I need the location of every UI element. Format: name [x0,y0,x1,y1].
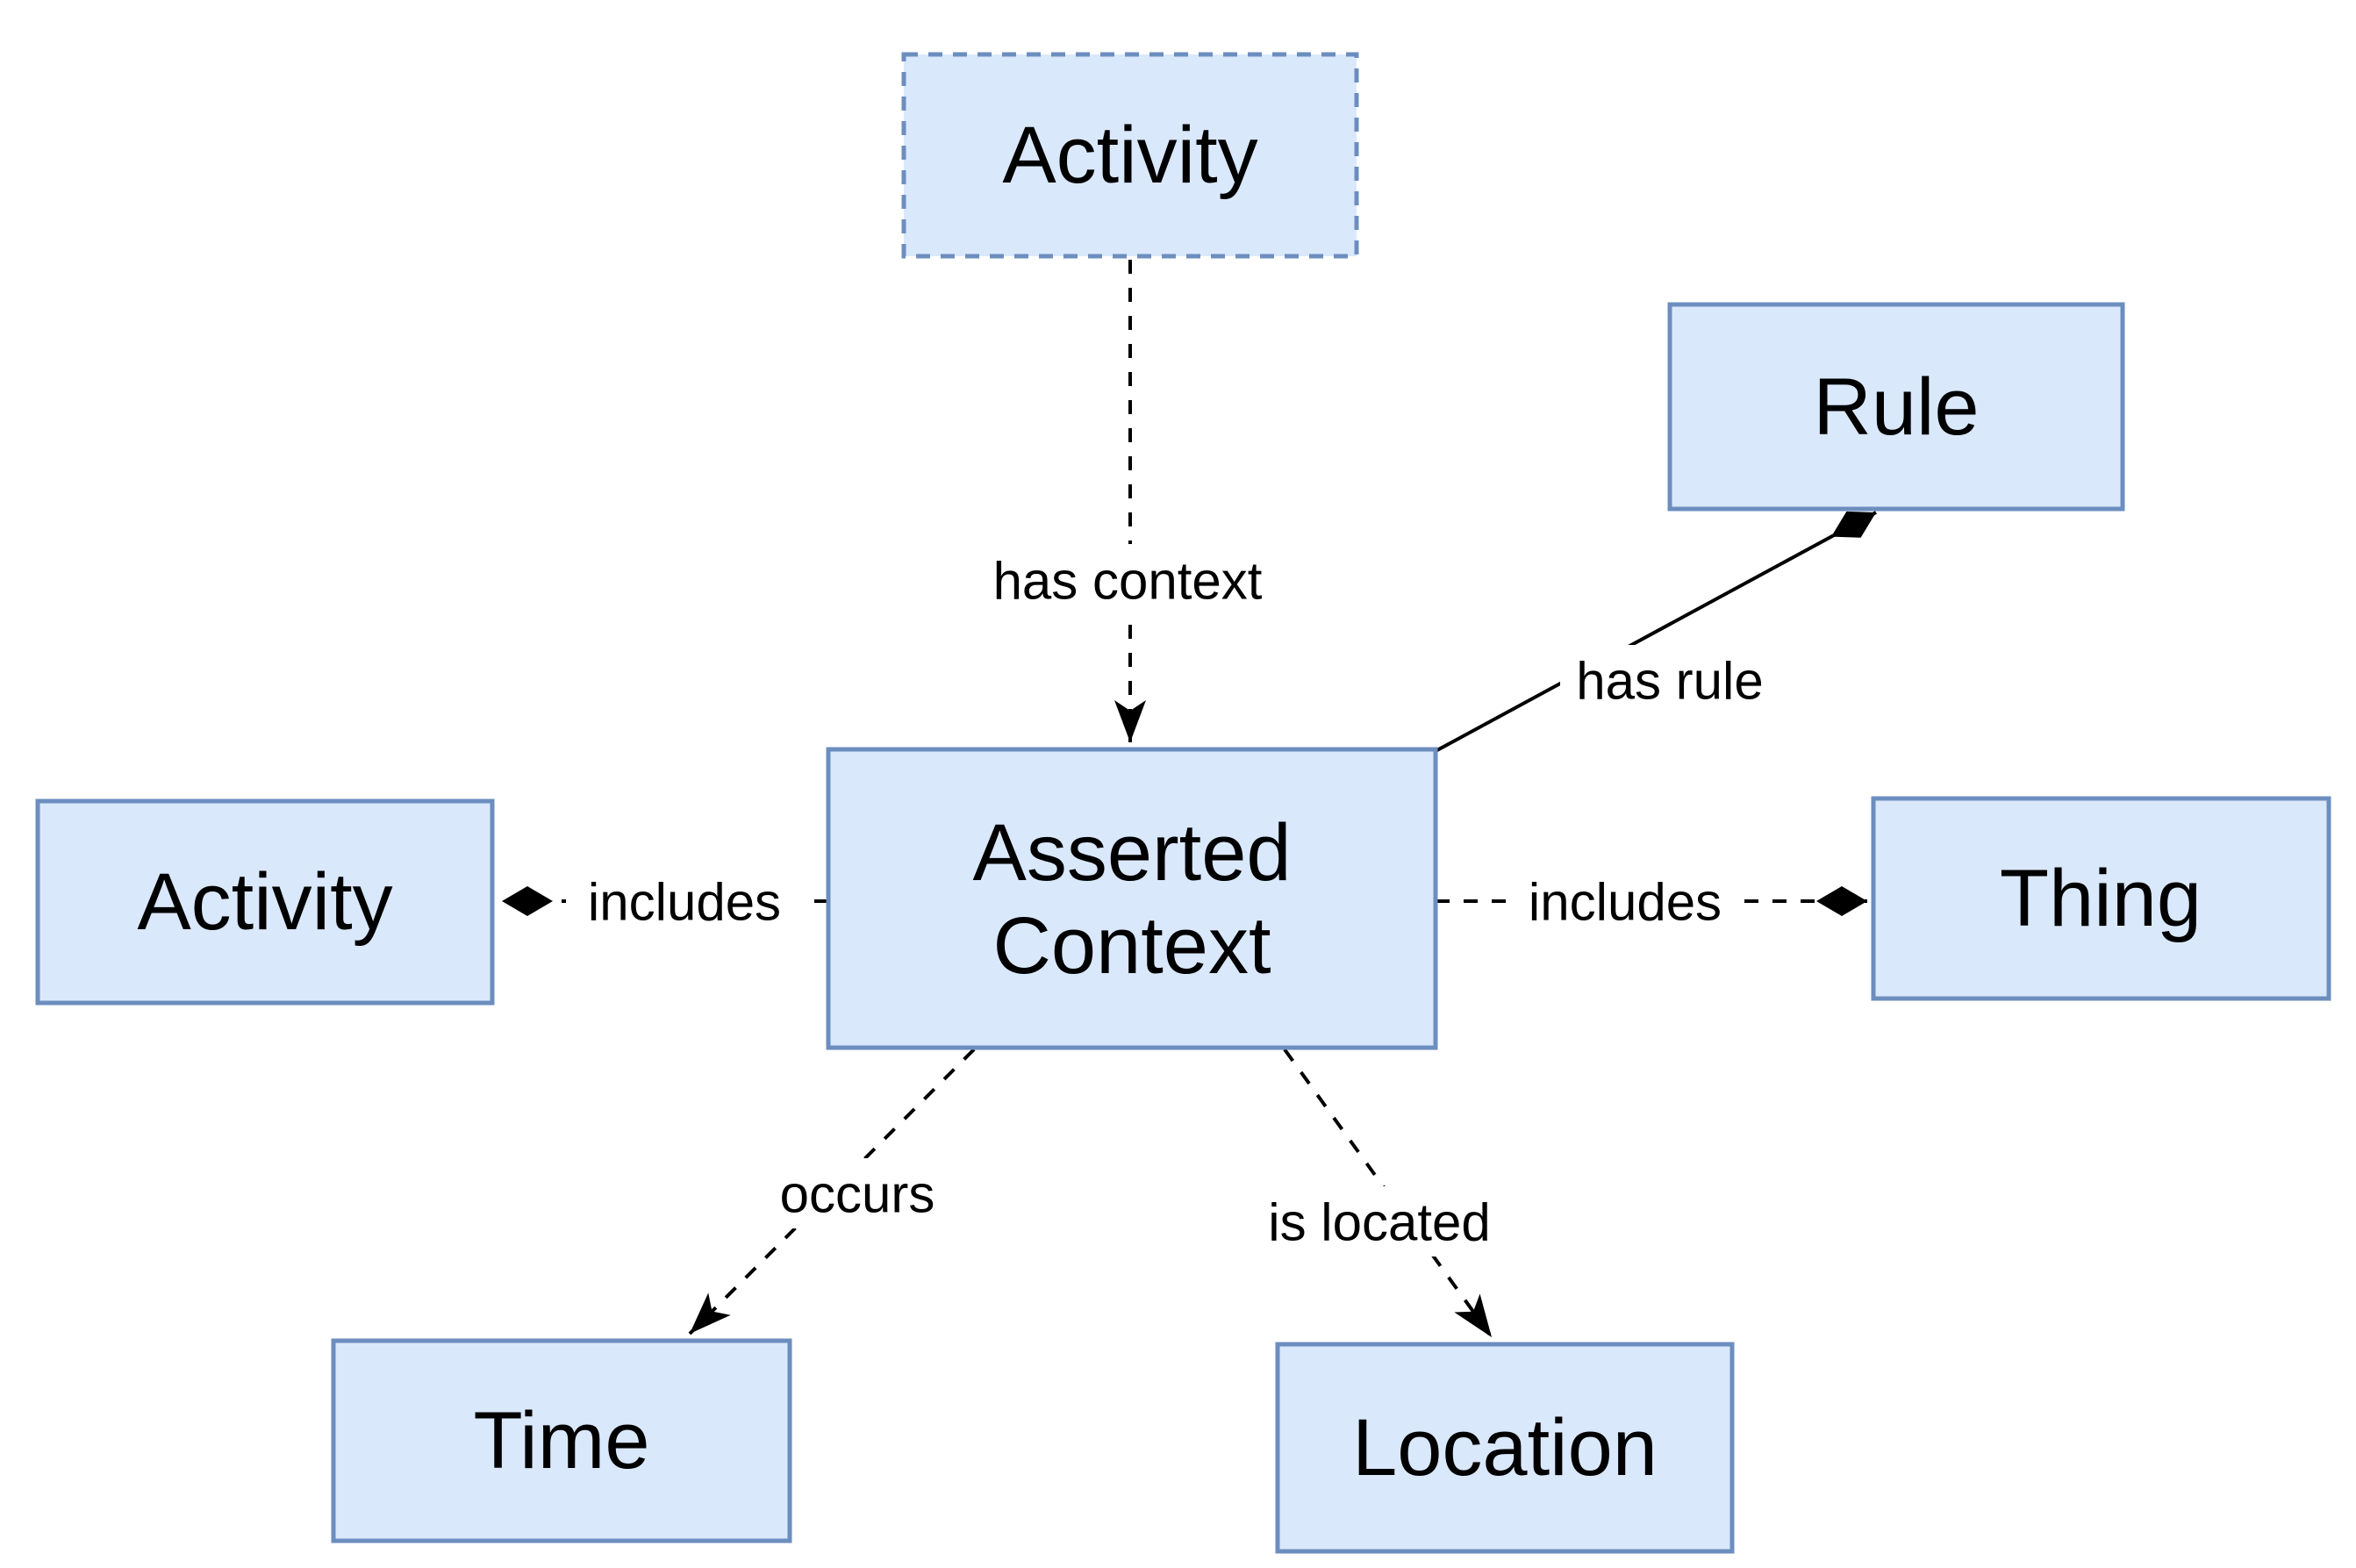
edge-is-located-label-bg [1255,1186,1505,1257]
edge-has-rule-line [1435,511,1877,753]
node-asserted-context: Asserted Context [826,747,1438,1050]
edge-includes-left: includes [502,866,828,936]
node-rule-box [1667,302,2125,512]
edge-includes-right: includes [1436,866,1867,936]
node-time-label: Time [473,1396,649,1486]
edge-has-context-label-bg [974,544,1281,614]
edge-includes-left-label-bg [566,866,803,936]
node-location-label: Location [1352,1403,1658,1493]
edge-occurs: occurs [688,1048,976,1335]
edge-is-located: is located [1255,1048,1505,1339]
node-asserted-context-label-line1: Asserted [972,808,1291,898]
node-time: Time [331,1338,792,1543]
edge-includes-right-label-bg [1507,866,1744,936]
edge-includes-right-label: includes [1529,873,1722,932]
edge-occurs-label-bg [765,1158,949,1228]
edge-has-context: has context [974,260,1281,742]
node-asserted-context-box [826,747,1438,1050]
node-thing: Thing [1871,796,2331,1001]
node-activity-left: Activity [35,798,495,1006]
edge-occurs-label: occurs [780,1165,935,1224]
node-location: Location [1275,1342,1735,1554]
edge-has-rule-label-bg [1560,645,1780,715]
node-activity-top-box [901,52,1359,259]
edge-has-context-label: has context [993,552,1263,611]
node-location-box [1275,1342,1735,1554]
node-activity-left-label: Activity [137,857,392,947]
node-rule: Rule [1667,302,2125,512]
edge-has-rule: has rule [1435,511,1877,753]
edge-includes-left-label: includes [588,873,781,932]
node-activity-top: Activity [901,52,1359,259]
edge-has-rule-label: has rule [1576,652,1763,711]
node-rule-label: Rule [1813,362,1979,452]
node-thing-label: Thing [2000,854,2202,943]
node-thing-box [1871,796,2331,1001]
edge-is-located-label: is located [1268,1193,1490,1252]
node-asserted-context-label-line2: Context [992,901,1271,991]
node-activity-top-label: Activity [1002,111,1257,200]
node-time-box [331,1338,792,1543]
node-activity-left-box [35,798,495,1006]
